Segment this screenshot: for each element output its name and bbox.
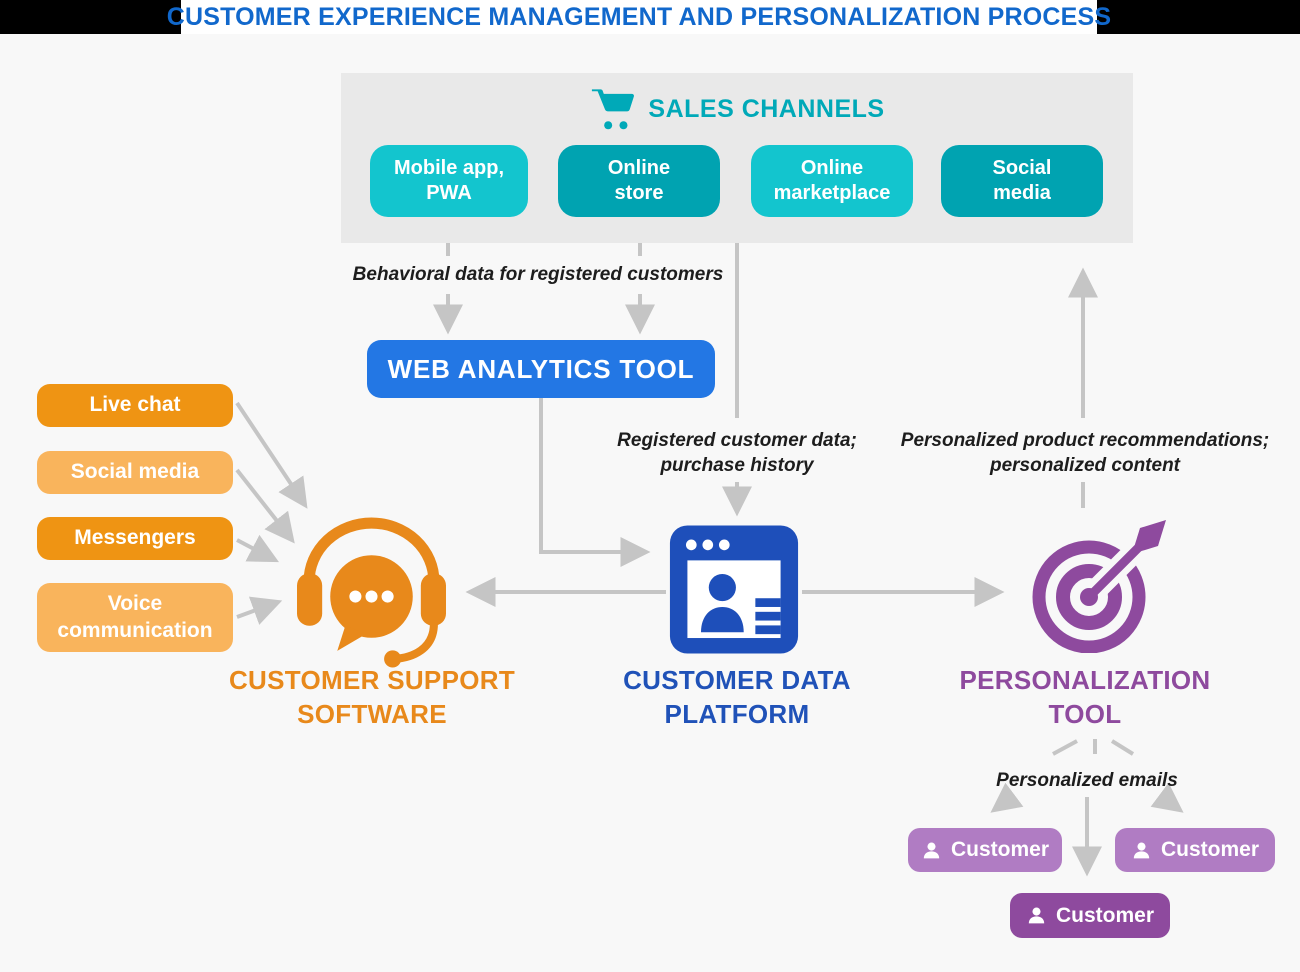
customer-data-platform-label: CUSTOMER DATA PLATFORM (607, 664, 867, 732)
label-line: Personalized product recommendations; (900, 430, 1270, 451)
sales-channels-heading: SALES CHANNELS (341, 87, 1133, 131)
chip-line: PWA (426, 182, 472, 204)
header-bar: CUSTOMER EXPERIENCE MANAGEMENT AND PERSO… (0, 0, 1300, 34)
label-line: purchase history (660, 455, 814, 477)
chip-line: Social media (70, 460, 200, 484)
support-channel-messengers: Messengers (37, 517, 233, 560)
chip-line: Social (992, 157, 1052, 179)
label-line: Registered customer data; (617, 430, 857, 451)
label-line: SOFTWARE (297, 698, 447, 729)
page-title: CUSTOMER EXPERIENCE MANAGEMENT AND PERSO… (166, 2, 1112, 31)
flow-arrow-live-chat-to-support (235, 401, 308, 509)
sales-channel-social-media: Social media (941, 145, 1103, 217)
personalization-tool-label: PERSONALIZATION TOOL (935, 664, 1235, 732)
customer-chip-right: Customer (1115, 828, 1275, 872)
sales-channel-online-store: Online store (558, 145, 720, 217)
sales-channel-online-marketplace: Online marketplace (751, 145, 913, 217)
customer-label: Customer (1055, 903, 1155, 927)
label-line: TOOL (1048, 698, 1122, 729)
support-channel-social-media: Social media (37, 451, 233, 494)
browser-user-profile-icon (669, 525, 799, 654)
personalized-emails-label: Personalized emails (987, 768, 1187, 793)
label-line: PLATFORM (664, 698, 810, 729)
flow-arrow-voice-to-support (236, 596, 283, 625)
flow-arrow-social-media-to-support (235, 468, 295, 544)
customer-chip-center: Customer (1010, 893, 1170, 938)
support-channel-live-chat: Live chat (37, 384, 233, 427)
recommendations-label: Personalized product recommendations; pe… (900, 428, 1270, 478)
chip-line: Mobile app, (394, 157, 504, 179)
flow-arrow-email-left (990, 782, 1024, 813)
flow-arrow-email-right (1150, 782, 1184, 813)
fan-dash-left (1052, 739, 1078, 756)
registered-data-label: Registered customer data; purchase histo… (612, 428, 862, 478)
person-icon (1133, 842, 1150, 858)
title-plate: CUSTOMER EXPERIENCE MANAGEMENT AND PERSO… (167, 0, 1111, 34)
chip-line: media (993, 182, 1051, 204)
chip-line: marketplace (773, 182, 891, 204)
customer-chip-left: Customer (908, 828, 1062, 872)
sales-channels-panel: SALES CHANNELS Mobile app, PWA Online st… (341, 73, 1133, 243)
chip-line: Voice (107, 592, 163, 616)
label-line: personalized content (989, 455, 1181, 477)
person-icon (923, 842, 940, 858)
label-line: Personalized emails (996, 770, 1178, 791)
chip-line: Live chat (89, 393, 181, 417)
label-line: PERSONALIZATION (959, 665, 1211, 695)
label-line: CUSTOMER SUPPORT (228, 665, 515, 695)
chip-line: Online (800, 157, 864, 179)
chip-line: communication (57, 618, 213, 642)
chip-line: store (614, 182, 664, 204)
web-analytics-tool-box: WEB ANALYTICS TOOL (367, 340, 715, 398)
shopping-cart-icon (592, 89, 635, 130)
headset-chat-icon (297, 517, 446, 668)
customer-label: Customer (950, 838, 1050, 861)
fan-dash-right (1110, 739, 1135, 756)
chip-line: Online (607, 157, 671, 179)
label-line: Behavioral data for registered customers (352, 264, 724, 285)
target-dart-icon (1032, 520, 1166, 653)
sales-channels-title: SALES CHANNELS (648, 94, 885, 123)
behavioral-data-label: Behavioral data for registered customers (348, 262, 728, 287)
flow-arrow-messengers-to-support (236, 534, 279, 563)
person-icon (1028, 907, 1045, 924)
sales-channel-mobile-app-pwa: Mobile app, PWA (370, 145, 528, 217)
customer-support-software-label: CUSTOMER SUPPORT SOFTWARE (197, 664, 547, 732)
support-channel-voice-communication: Voice communication (37, 583, 233, 652)
label-line: CUSTOMER DATA (623, 665, 851, 695)
web-analytics-tool-label: WEB ANALYTICS TOOL (387, 353, 695, 384)
customer-label: Customer (1160, 838, 1260, 861)
chip-line: Messengers (74, 526, 196, 550)
